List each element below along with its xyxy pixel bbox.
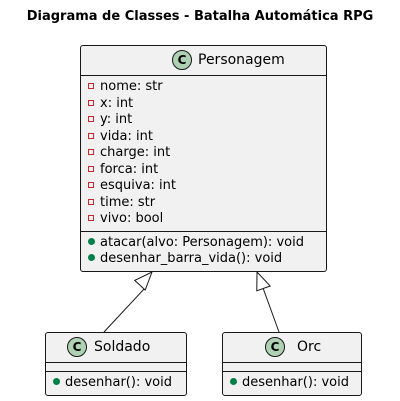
class-orc-header: C Orc [223, 333, 361, 363]
attribute-row: charge: int [88, 145, 326, 162]
class-orc-methods: desenhar(): void [223, 372, 361, 395]
class-personagem-name: Personagem [198, 52, 285, 68]
soldado-inheritance-arrow [103, 271, 153, 333]
orc-inheritance-arrow [256, 270, 280, 333]
private-visibility-icon [88, 149, 94, 155]
attribute-row: x: int [88, 96, 326, 113]
class-personagem-header: C Personagem [81, 46, 326, 76]
class-soldado-name: Soldado [94, 339, 151, 355]
class-soldado: C Soldado desenhar(): void [45, 332, 187, 396]
attribute-row: vivo: bool [88, 211, 326, 228]
class-soldado-attributes [46, 363, 186, 372]
method-row: desenhar_barra_vida(): void [88, 251, 326, 268]
class-soldado-methods: desenhar(): void [46, 372, 186, 395]
private-visibility-icon [88, 215, 94, 221]
class-soldado-header: C Soldado [46, 333, 186, 363]
method-row: desenhar(): void [230, 375, 361, 392]
public-visibility-icon [88, 237, 95, 245]
class-personagem-attributes: nome: str x: int y: int vida: int charge… [81, 76, 326, 232]
public-visibility-icon [53, 378, 60, 385]
class-icon: C [265, 337, 285, 357]
attribute-row: vida: int [88, 129, 326, 146]
diagram-title: Diagrama de Classes - Batalha Automática… [26, 9, 374, 24]
private-visibility-icon [88, 132, 94, 139]
method-row: desenhar(): void [53, 375, 186, 392]
private-visibility-icon [88, 165, 94, 172]
private-visibility-icon [88, 198, 94, 205]
public-visibility-icon [88, 254, 95, 261]
class-personagem: C Personagem nome: str x: int y: int vid… [80, 45, 327, 272]
attribute-row: forca: int [88, 162, 326, 179]
attribute-row: esquiva: int [88, 178, 326, 195]
method-row: atacar(alvo: Personagem): void [88, 235, 326, 252]
attribute-row: time: str [88, 195, 326, 212]
public-visibility-icon [230, 378, 237, 385]
class-orc-name: Orc [297, 339, 322, 355]
class-orc: C Orc desenhar(): void [222, 332, 362, 396]
class-personagem-methods: atacar(alvo: Personagem): void desenhar_… [81, 232, 326, 271]
private-visibility-icon [88, 182, 94, 188]
private-visibility-icon [88, 83, 94, 89]
attribute-row: y: int [88, 112, 326, 129]
private-visibility-icon [88, 99, 94, 106]
class-icon: C [172, 50, 192, 70]
attribute-row: nome: str [88, 79, 326, 96]
private-visibility-icon [88, 116, 94, 122]
class-icon: C [67, 337, 87, 357]
class-orc-attributes [223, 363, 361, 372]
